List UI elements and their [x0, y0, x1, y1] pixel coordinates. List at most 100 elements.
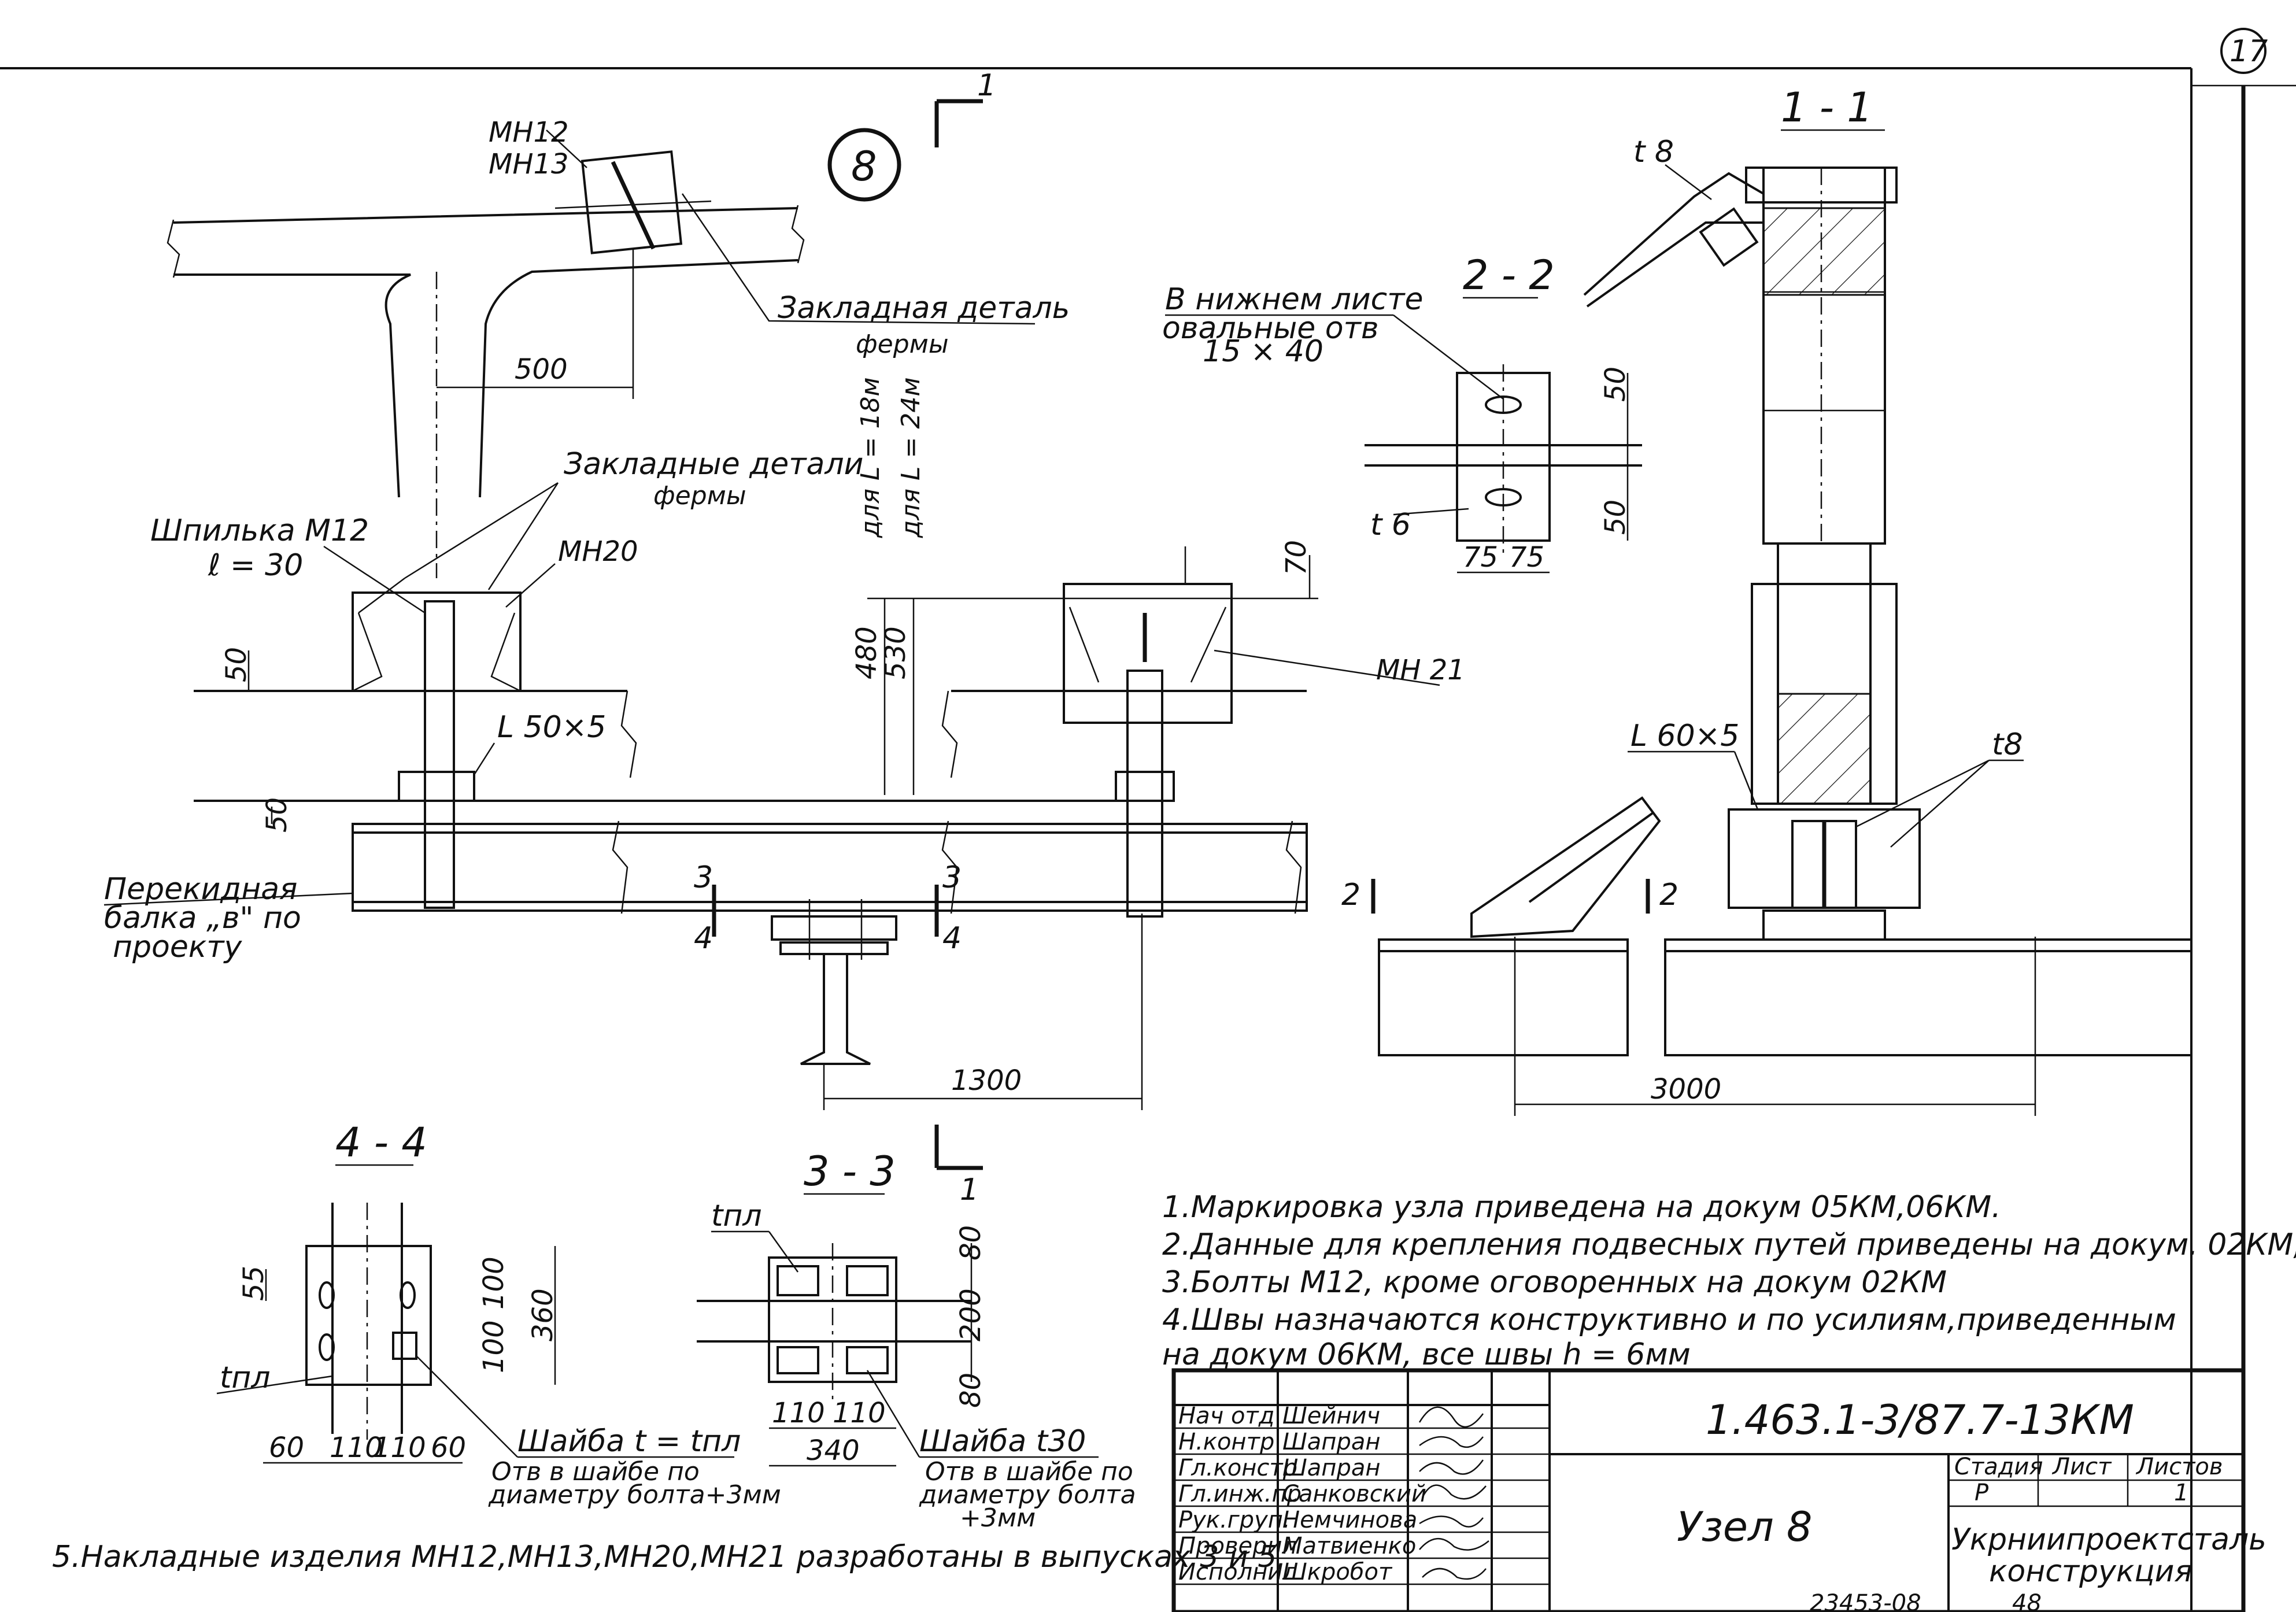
tb-name-4: Санковский — [1282, 1481, 1426, 1507]
section-mark-1-top: 1 — [977, 68, 996, 103]
section-4-4: 4 - 4 100 100 360 55 tпл 60 110 110 60 Ш… — [216, 1119, 781, 1510]
label-for-18: для L = 18м — [856, 377, 885, 538]
section-mark-2-right: 2 — [1659, 878, 1678, 912]
tb-role-3: Гл.констр — [1178, 1455, 1297, 1481]
dim-110-a: 110 — [330, 1432, 383, 1464]
dim-100-a: 100 — [478, 1256, 510, 1310]
label-pin: Шпилька M12 — [150, 513, 369, 548]
note-4-cont: на докум 06КМ, все швы h = 6мм — [1162, 1337, 1691, 1372]
label-tpl-a: tпл — [220, 1360, 271, 1395]
section-title-2-2: 2 - 2 — [1463, 252, 1555, 299]
dim-60-a: 60 — [269, 1432, 304, 1464]
dim-530: 530 — [879, 626, 912, 679]
dim-50-d: 50 — [1599, 500, 1632, 535]
label-washer-a3: диаметру болта+3мм — [488, 1480, 781, 1510]
tb-role-6: Проверил — [1178, 1533, 1297, 1559]
tb-role-4: Гл.инж.пр — [1178, 1481, 1302, 1507]
bottom-code-2: 48 — [2012, 1590, 2042, 1612]
label-truss-b: фермы — [653, 481, 746, 511]
section-title-3-3: 3 - 3 — [804, 1148, 896, 1195]
dim-80-a: 80 — [955, 1225, 987, 1260]
label-mn12: MH12 — [489, 116, 569, 149]
tb-stage-header: Стадия — [1954, 1454, 2043, 1480]
label-for-24: для L = 24м — [896, 377, 926, 538]
label-bottom-sheet-2: овальные отв — [1162, 311, 1379, 346]
section-mark-3-left: 3 — [694, 860, 713, 895]
tb-name-7: Шкробот — [1282, 1559, 1393, 1585]
dim-50-b: 50 — [261, 797, 293, 833]
section-title-4-4: 4 - 4 — [335, 1119, 427, 1166]
note-1: 1.Маркировка узла приведена на докум 05К… — [1162, 1190, 2001, 1225]
tb-name-6: Матвиенко — [1282, 1533, 1416, 1559]
tb-org-1: Укрниипроектсталь — [1951, 1522, 2267, 1557]
section-3-3: 3 - 3 tпл 80 200 80 110 110 340 Шайба t3… — [697, 1148, 1136, 1533]
dim-50-a: 50 — [220, 647, 253, 682]
tb-name-5: Немчинова — [1282, 1507, 1417, 1533]
tb-role-2: Н.контр — [1178, 1429, 1274, 1455]
tb-name-1: Шейнич — [1282, 1403, 1380, 1429]
dim-80-b: 80 — [955, 1373, 987, 1408]
label-tpl-b: tпл — [711, 1199, 762, 1233]
section-mark-4-right: 4 — [942, 921, 962, 956]
label-washer-b3: диаметру болта — [919, 1480, 1136, 1510]
right-elevation: L 60×5 t8 2 2 3000 — [1341, 544, 2193, 1116]
label-bottom-sheet-3: 15 × 40 — [1203, 334, 1323, 369]
tb-sheets-header: Листов — [2135, 1454, 2223, 1480]
main-elevation: MH12 MH13 Закладная деталь фермы 500 1 1… — [103, 68, 1465, 1207]
note-2: 2.Данные для крепления подвесных путей п… — [1162, 1228, 2296, 1262]
section-mark-3-right: 3 — [942, 860, 962, 895]
label-t8-b: t8 — [1992, 727, 2023, 762]
node-number: 8 — [851, 143, 877, 190]
tb-role-5: Рук.груп. — [1178, 1507, 1291, 1533]
label-beam-2: балка „в" по — [104, 901, 301, 936]
label-truss-a: фермы — [856, 330, 949, 359]
label-washer-a2: Отв в шайбе по — [491, 1457, 700, 1487]
dim-70: 70 — [1280, 540, 1312, 575]
tb-name-3: Шапран — [1282, 1455, 1381, 1481]
section-mark-1-bottom: 1 — [960, 1173, 979, 1207]
label-t6: t 6 — [1370, 508, 1411, 542]
bottom-code: 23453-08 — [1810, 1590, 1921, 1612]
tb-stage: Р — [1975, 1480, 1989, 1506]
node-marker: 8 — [827, 128, 901, 202]
dim-360: 360 — [527, 1288, 559, 1341]
section-2-2: 2 - 2 В нижнем листе овальные отв 15 × 4… — [1162, 252, 1642, 574]
sheet-corner-number: 17 — [2230, 34, 2268, 69]
label-beam-3: проекту — [113, 930, 243, 964]
dim-75-b: 75 — [1509, 541, 1544, 574]
label-washer-b: Шайба t30 — [919, 1424, 1086, 1459]
label-pin-l: ℓ = 30 — [208, 548, 303, 583]
dim-100-b: 100 — [478, 1320, 510, 1373]
tb-sheet: 1 — [2174, 1480, 2188, 1506]
dim-200: 200 — [955, 1288, 987, 1341]
notes: 1.Маркировка узла приведена на докум 05К… — [52, 1190, 2296, 1574]
note-4: 4.Швы назначаются конструктивно и по уси… — [1162, 1303, 2176, 1337]
dim-500: 500 — [515, 353, 568, 386]
label-angle-50: L 50×5 — [497, 710, 606, 745]
dim-110-c: 110 — [772, 1397, 825, 1429]
dim-3000: 3000 — [1651, 1073, 1721, 1106]
label-angle-60: L 60×5 — [1631, 719, 1739, 753]
label-mn21: MH 21 — [1376, 654, 1465, 686]
dim-50-c: 50 — [1599, 367, 1632, 402]
tb-title: Узел 8 — [1677, 1503, 1812, 1551]
label-t8-a: t 8 — [1633, 135, 1674, 169]
dim-1300: 1300 — [951, 1064, 1022, 1097]
signatures — [1418, 1406, 1489, 1580]
label-embeds-truss: Закладные детали — [564, 447, 863, 482]
section-mark-2-left: 2 — [1341, 878, 1360, 912]
dim-60-b: 60 — [431, 1432, 466, 1464]
label-mn13: MH13 — [489, 148, 569, 180]
dim-110-b: 110 — [373, 1432, 426, 1464]
dim-75-a: 75 — [1463, 541, 1498, 574]
note-3: 3.Болты М12, кроме оговоренных на докум … — [1162, 1265, 1947, 1300]
section-title-1-1: 1 - 1 — [1781, 84, 1873, 131]
dim-110-d: 110 — [833, 1397, 886, 1429]
tb-role-1: Нач отд — [1178, 1403, 1274, 1429]
dim-340: 340 — [807, 1434, 860, 1467]
dim-55: 55 — [238, 1266, 270, 1301]
label-bottom-sheet-1: В нижнем листе — [1165, 282, 1424, 317]
tb-role-7: Исполнил — [1178, 1559, 1297, 1585]
label-washer-b4: +3мм — [960, 1503, 1036, 1533]
